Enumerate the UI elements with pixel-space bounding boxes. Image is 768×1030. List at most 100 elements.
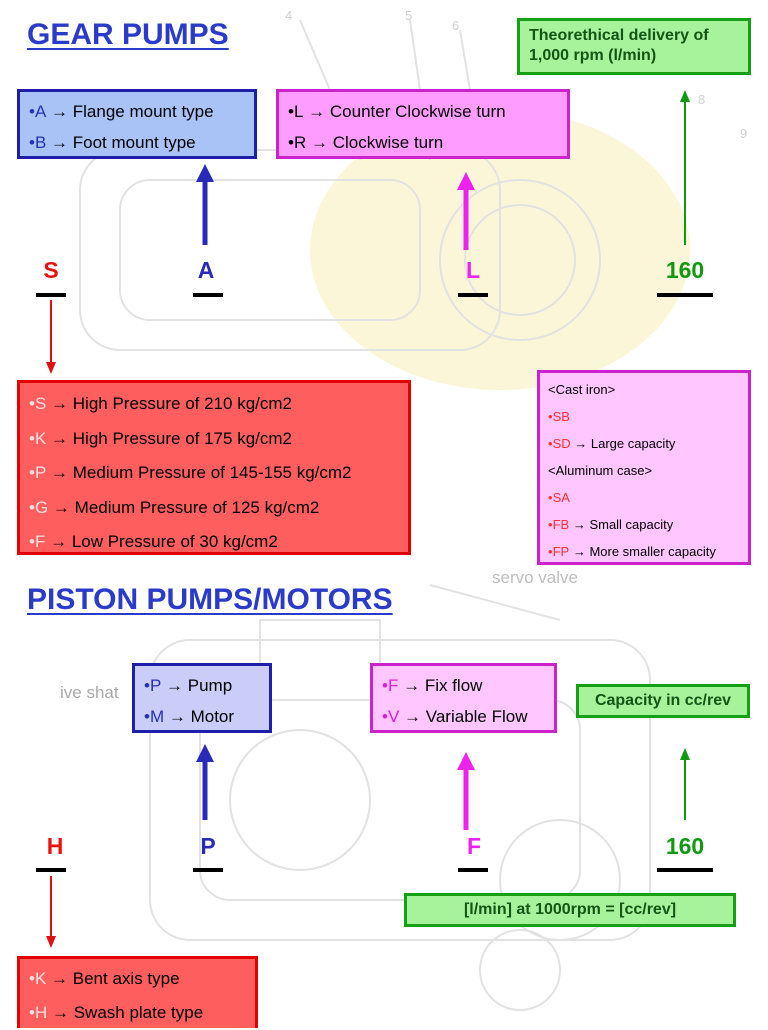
bullet: • <box>548 544 553 559</box>
material-code-fp: FP <box>552 544 570 559</box>
flow-item: •F → Fix flow <box>382 670 545 701</box>
arrow-glyph: → <box>403 675 421 695</box>
pressure-label: High Pressure of 175 kg/cm2 <box>72 428 292 448</box>
bullet: • <box>382 675 388 695</box>
pressure-code-g: G <box>34 497 49 517</box>
piston-code-h-dash <box>36 868 66 872</box>
arrow-glyph: → <box>168 706 186 726</box>
flow-label: Variable Flow <box>425 706 528 726</box>
bg-part-number-4: 4 <box>285 8 292 23</box>
axis-type-item: •K → Bent axis type <box>29 962 246 996</box>
axis-code-h: H <box>34 1003 48 1022</box>
type-code-p: P <box>149 675 162 695</box>
arrow-glyph: → <box>308 101 326 121</box>
material-label: Large capacity <box>590 436 676 451</box>
piston-code-f: F <box>466 833 482 859</box>
arrow-glyph: → <box>51 1003 69 1022</box>
piston-code-p-dash <box>193 868 223 872</box>
flow-code-f: F <box>387 675 399 695</box>
capacity-box: Capacity in cc/rev <box>576 684 750 718</box>
arrow-glyph: → <box>574 436 588 451</box>
mount-label: Foot mount type <box>72 132 196 152</box>
bullet: • <box>29 101 35 121</box>
pump-motor-item: •P → Pump <box>144 670 260 701</box>
piston-code-160: 160 <box>665 833 705 859</box>
cast-iron-header: <Cast iron> <box>548 382 616 397</box>
bullet: • <box>29 532 35 552</box>
type-label: Motor <box>190 706 235 726</box>
rotation-label: Counter Clockwise turn <box>329 101 506 121</box>
gear-code-l: L <box>465 257 481 283</box>
pressure-code-s: S <box>34 394 47 414</box>
bullet: • <box>382 706 388 726</box>
bullet: • <box>29 497 35 517</box>
theoretical-delivery-box: Theorethical delivery of 1,000 rpm (l/mi… <box>517 18 751 75</box>
bg-part-number-6: 6 <box>452 18 459 33</box>
flow-box: •F → Fix flow •V → Variable Flow <box>370 663 557 733</box>
arrow-glyph: → <box>51 463 69 483</box>
arrow-glyph: → <box>572 517 586 532</box>
arrow-l-to-rotation <box>457 172 475 250</box>
rotation-code-r: R <box>293 132 307 152</box>
gear-code-a: A <box>197 257 215 283</box>
material-label: More smaller capacity <box>589 544 716 559</box>
piston-code-f-dash <box>458 868 488 872</box>
arrow-glyph: → <box>52 497 70 517</box>
pressure-item: •G → Medium Pressure of 125 kg/cm2 <box>29 491 399 526</box>
gear-code-160: 160 <box>665 257 705 283</box>
arrow-p-to-type <box>196 744 214 820</box>
bullet: • <box>29 1003 35 1022</box>
formula-box: [l/min] at 1000rpm = [cc/rev] <box>404 893 736 927</box>
material-box: <Cast iron> •SB •SD → Large capacity <Al… <box>537 370 751 565</box>
arrow-h-to-axis <box>46 876 56 948</box>
bullet: • <box>144 675 150 695</box>
arrow-a-to-mount <box>196 164 214 245</box>
type-code-m: M <box>149 706 165 726</box>
pressure-code-f: F <box>34 532 46 552</box>
bg-part-number-5: 5 <box>405 8 412 23</box>
mount-code-b: B <box>34 132 47 152</box>
bg-servo-valve-label: servo valve <box>492 568 578 587</box>
bullet: • <box>29 132 35 152</box>
bg-drive-shaft-label: ive shat <box>60 683 119 702</box>
material-code-sa: SA <box>552 490 570 505</box>
rotation-code-l: L <box>293 101 304 121</box>
pressure-label: Medium Pressure of 125 kg/cm2 <box>74 497 320 517</box>
arrow-s-to-pressure <box>46 300 56 374</box>
arrow-glyph: → <box>166 675 184 695</box>
theoretical-delivery-text: Theorethical delivery of 1,000 rpm (l/mi… <box>529 27 709 64</box>
material-item: •FB → Small capacity <box>548 511 740 538</box>
bg-part-number-9: 9 <box>740 126 747 141</box>
arrow-f-to-flow <box>457 752 475 830</box>
material-label: Small capacity <box>589 517 674 532</box>
pressure-code-p: P <box>34 463 47 483</box>
gear-code-s: S <box>43 257 59 283</box>
arrow-glyph: → <box>572 544 586 559</box>
bullet: • <box>288 101 294 121</box>
material-item: •SB <box>548 403 740 430</box>
gear-pumps-title: GEAR PUMPS <box>27 18 229 51</box>
axis-type-box: •K → Bent axis type •H → Swash plate typ… <box>17 956 258 1028</box>
bullet: • <box>548 517 553 532</box>
gear-code-160-dash <box>657 293 713 297</box>
bullet: • <box>548 409 553 424</box>
type-label: Pump <box>187 675 233 695</box>
arrow-glyph: → <box>310 132 328 152</box>
arrow-glyph: → <box>51 101 69 121</box>
arrow-glyph: → <box>404 706 422 726</box>
gear-code-l-dash <box>458 293 488 297</box>
piston-code-h: H <box>46 833 64 859</box>
piston-code-160-dash <box>657 868 713 872</box>
pump-motor-box: •P → Pump • M → Motor <box>132 663 272 733</box>
piston-code-p: P <box>200 833 216 859</box>
arrow-160-to-capacity <box>680 748 690 820</box>
bullet: • <box>29 428 35 448</box>
rotation-label: Clockwise turn <box>332 132 444 152</box>
flow-code-v: V <box>387 706 400 726</box>
rotation-item: •L → Counter Clockwise turn <box>288 96 558 127</box>
pressure-item: •K → High Pressure of 175 kg/cm2 <box>29 422 399 457</box>
bullet: • <box>29 394 35 414</box>
pressure-box: •S → High Pressure of 210 kg/cm2 •K → Hi… <box>17 380 411 555</box>
